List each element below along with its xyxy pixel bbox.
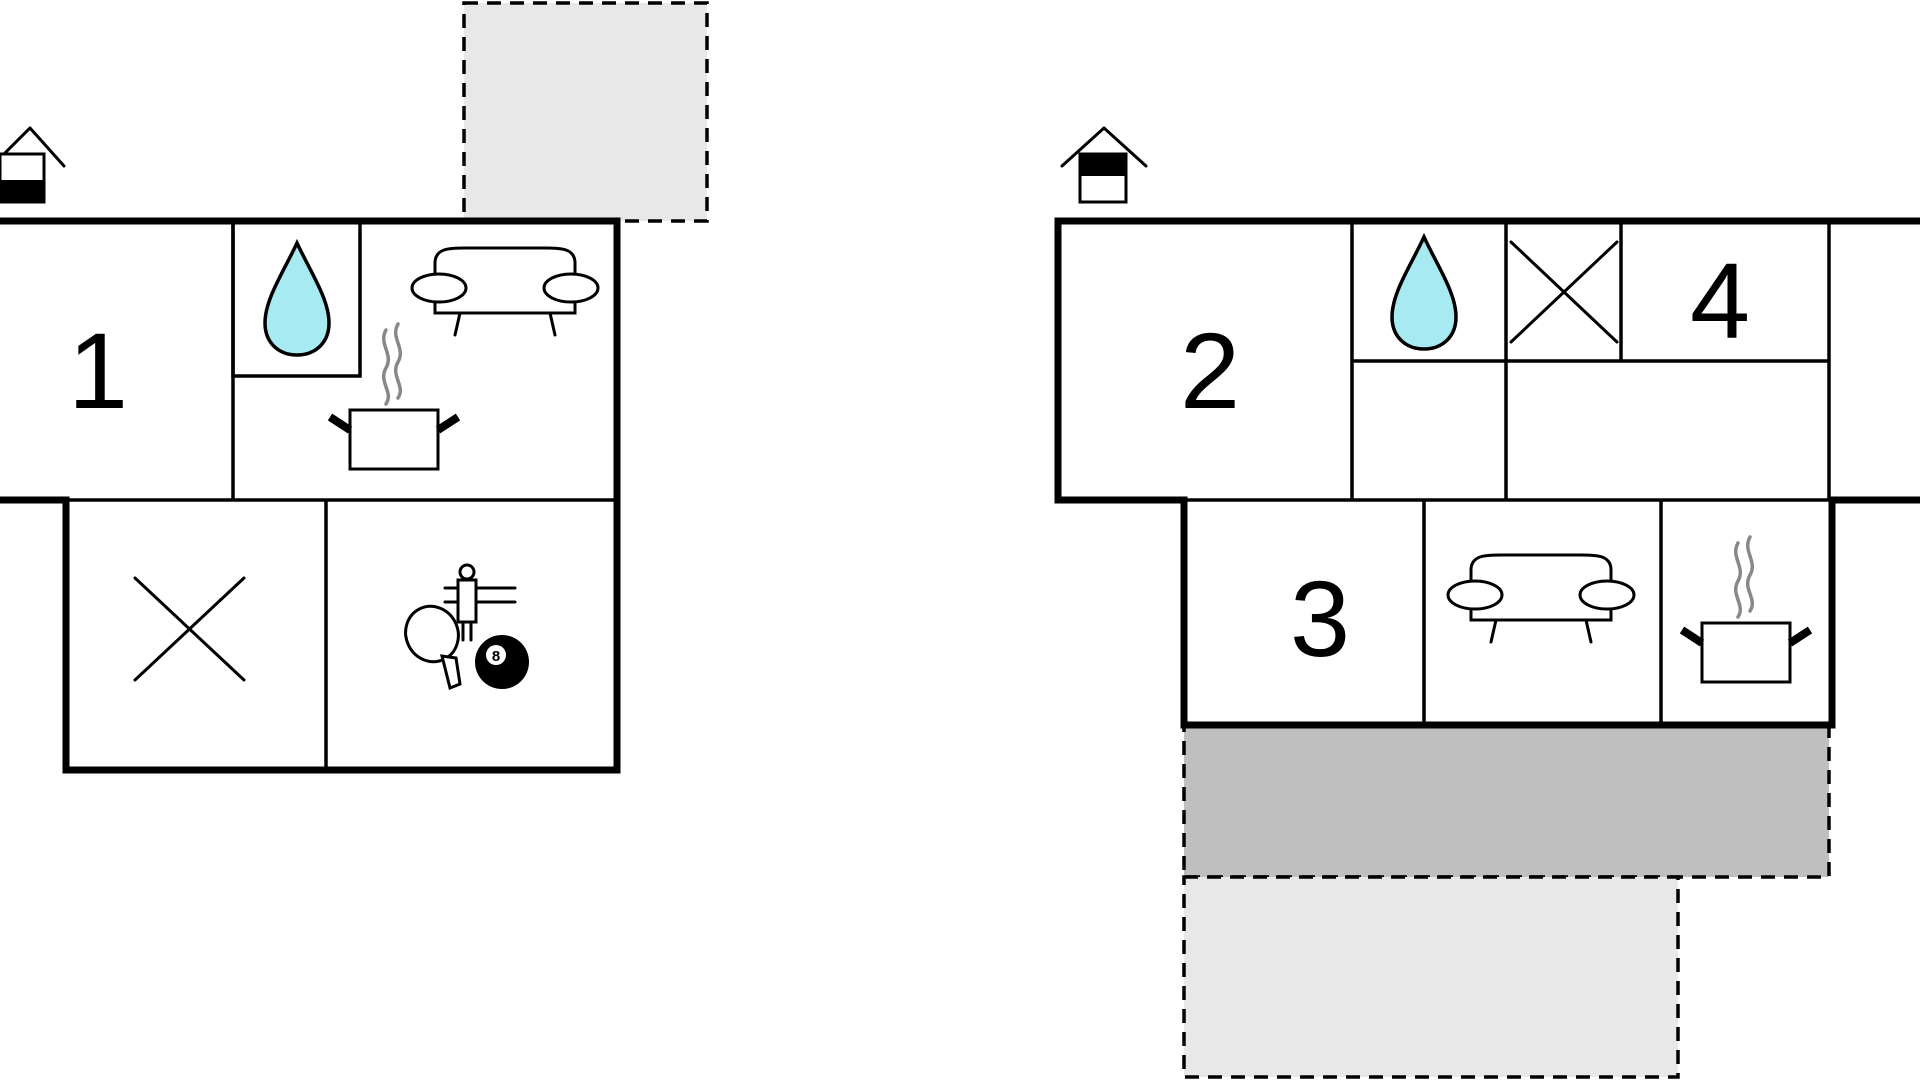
room-label-4: 4: [1690, 240, 1750, 361]
room-label-2: 2: [1180, 310, 1240, 431]
entrance-icon: [1060, 126, 1148, 204]
entrance-icon: [0, 126, 66, 204]
water-drop-icon: [263, 238, 331, 357]
sofa-icon: [410, 246, 600, 337]
billiard-ball-number: 8: [492, 648, 500, 665]
right-floor-plan: 2 3 4: [1054, 126, 1920, 1079]
water-drop-icon: [1390, 232, 1458, 351]
terrace-area-light: [1182, 875, 1680, 1079]
room-label-1: 1: [68, 310, 128, 431]
sofa-icon: [1446, 553, 1636, 644]
cross-icon: [1509, 240, 1619, 344]
left-floor-plan: 1: [0, 1, 709, 774]
games-icon: 8: [404, 563, 529, 691]
exterior-wall: [1054, 217, 1920, 729]
interior-walls: [0, 219, 617, 770]
interior-walls: [1184, 221, 1832, 725]
cooking-pot-icon: [1679, 535, 1813, 684]
terrace-area: [462, 1, 709, 223]
terrace-area-dark: [1182, 723, 1831, 879]
room-label-3: 3: [1290, 558, 1350, 679]
cross-icon: [133, 576, 246, 682]
cooking-pot-icon: [327, 322, 461, 471]
